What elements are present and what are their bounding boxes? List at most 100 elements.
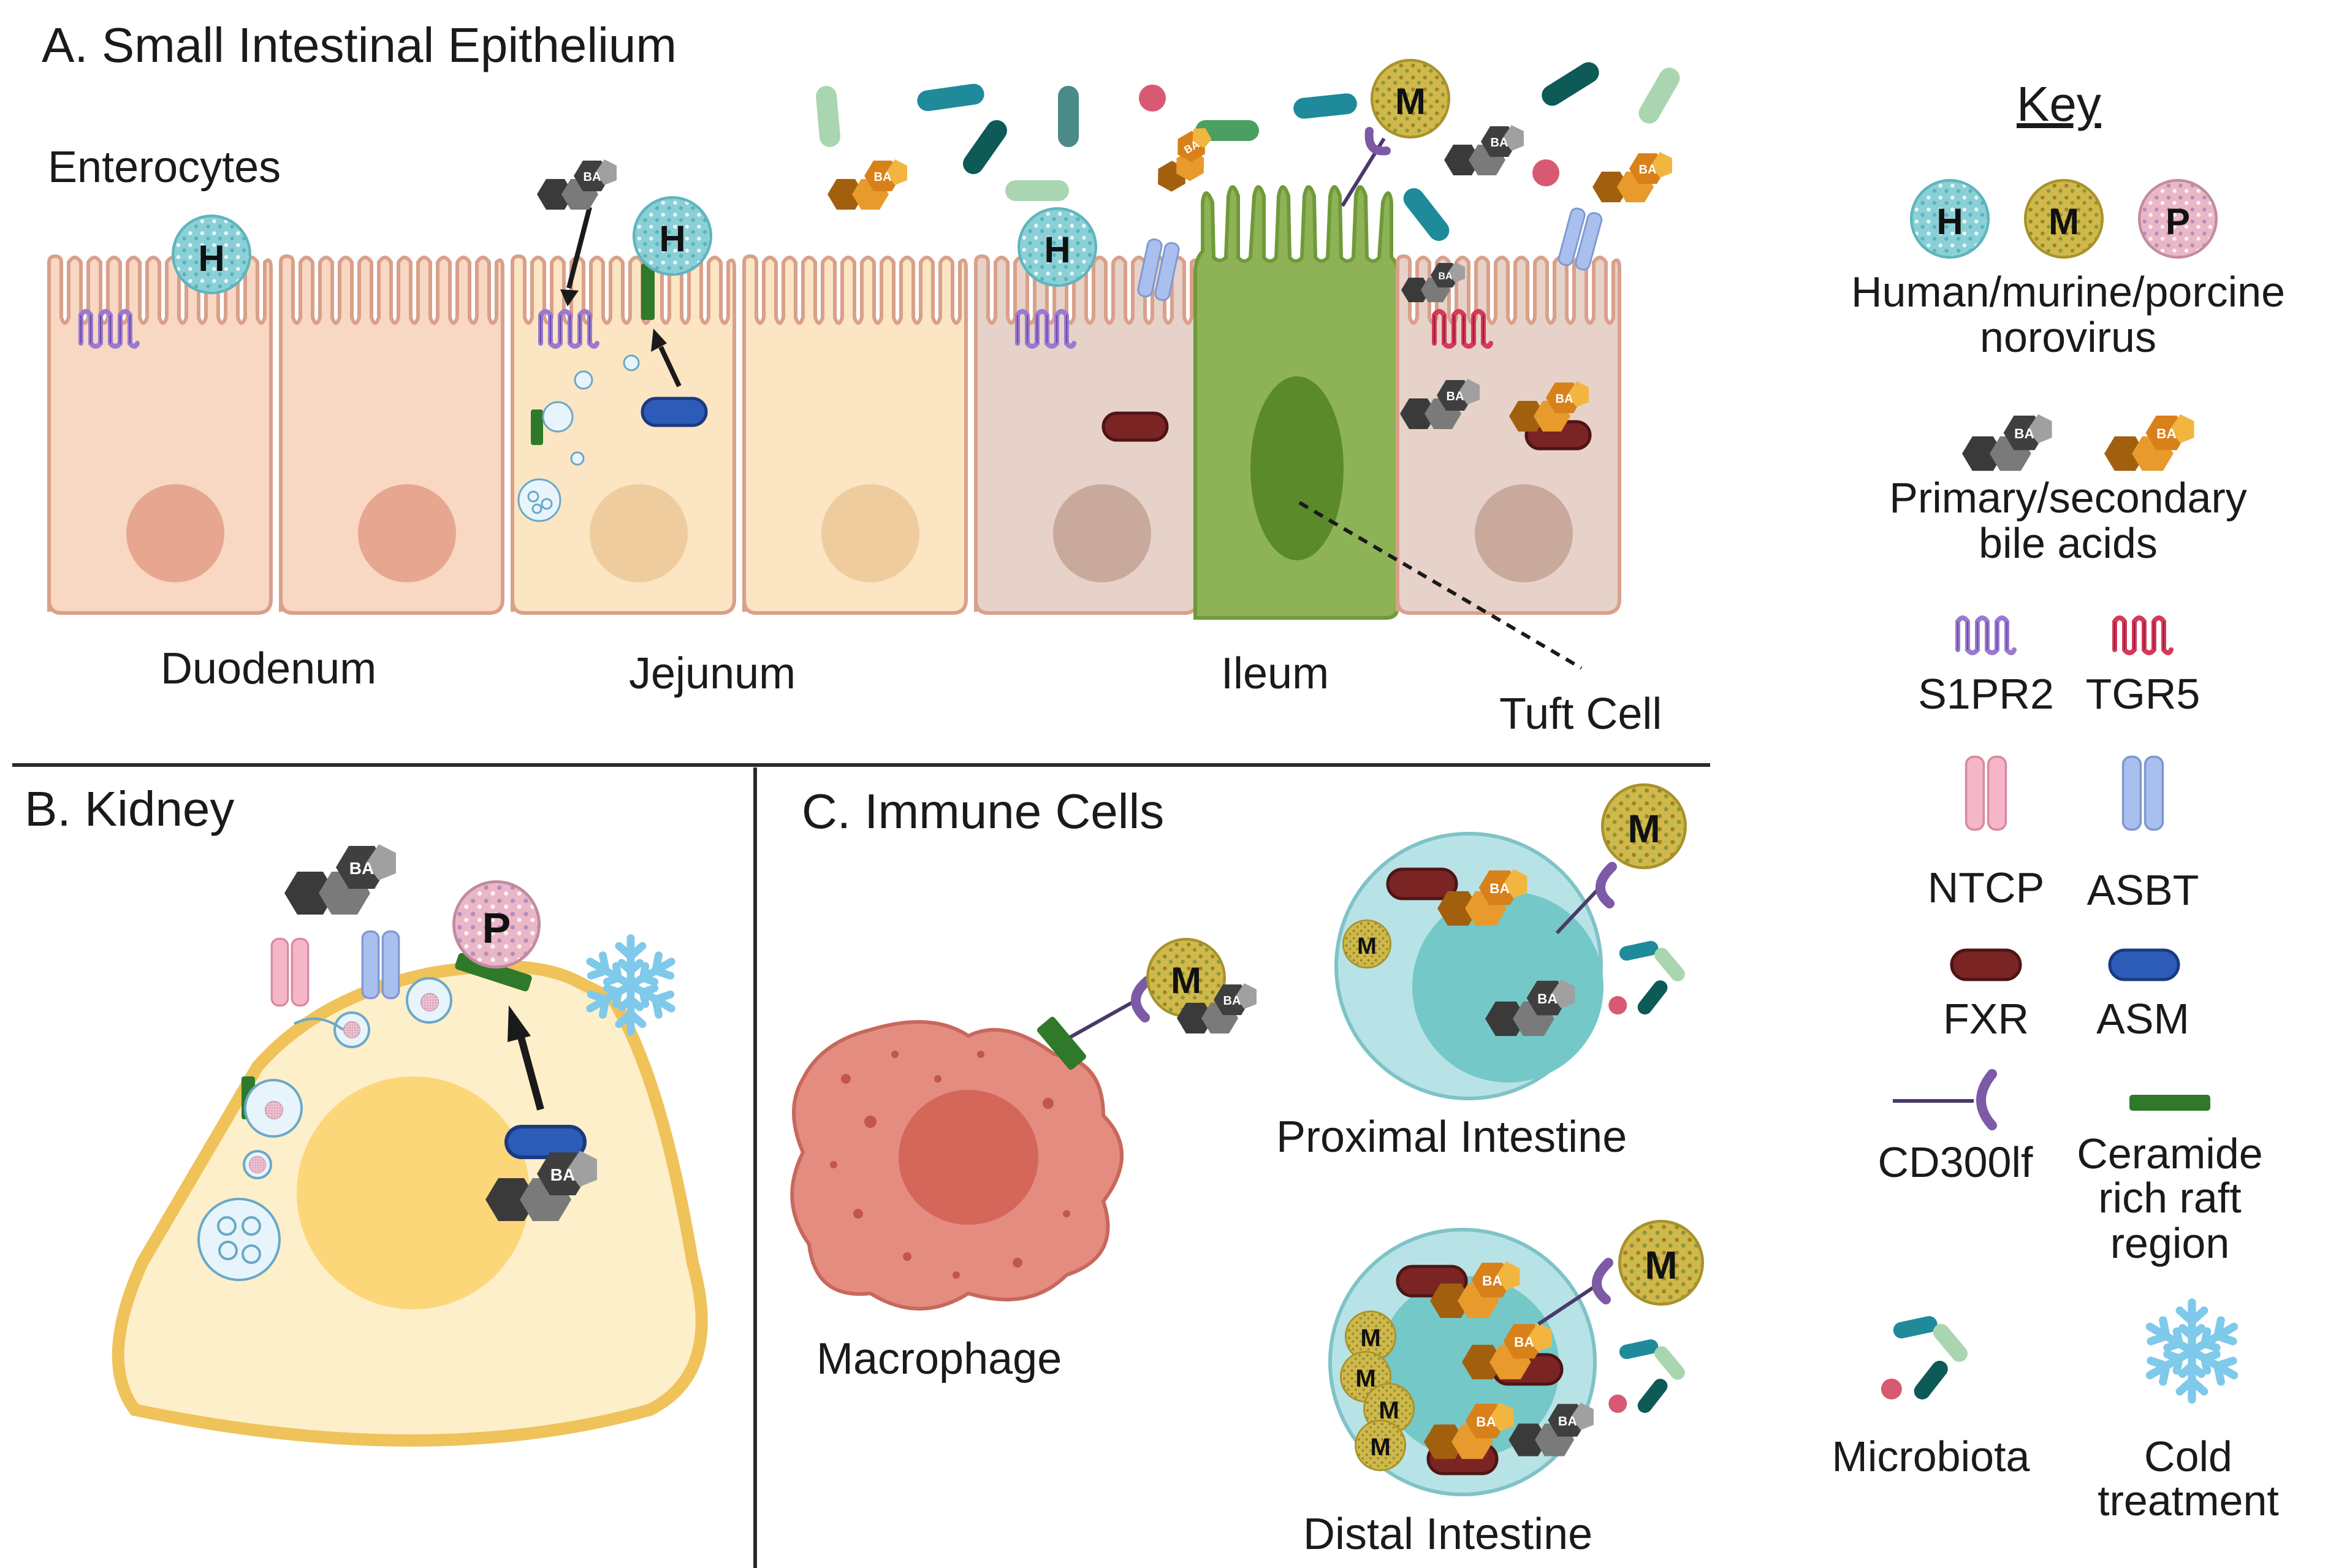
cell-nuclei <box>126 484 1573 582</box>
key-microbiota <box>1881 1314 1971 1403</box>
svg-text:H: H <box>1936 201 1963 242</box>
key-tgr5 <box>2115 618 2171 653</box>
panel-c-title: C. Immune Cells <box>802 784 1165 839</box>
murine-norovirus-proximal-inside: M <box>1342 919 1392 969</box>
macrophage-nucleus <box>899 1090 1038 1225</box>
fxr-proximal <box>1386 867 1458 900</box>
lumen-microbiota <box>816 62 1680 242</box>
key-label-asbt: ASBT <box>2086 866 2199 914</box>
asm-jejunum <box>641 397 708 427</box>
human-norovirus-duodenum: H <box>173 216 250 293</box>
key-label-ceramide-2: rich raft <box>2098 1174 2242 1222</box>
key-secondary-bile-acid <box>2104 414 2194 471</box>
key-porcine-virus: P <box>2139 180 2216 257</box>
key-asbt <box>2121 755 2164 831</box>
key-label-norovirus-1: Human/murine/porcine <box>1851 268 2286 316</box>
human-norovirus-ileum: H <box>1019 208 1096 286</box>
fxr-ileum <box>1101 411 1169 442</box>
svg-text:P: P <box>482 904 511 952</box>
microbiota-distal <box>1608 1338 1688 1416</box>
ceramide-raft-macrophage <box>1037 1016 1087 1070</box>
endocytic-vesicles <box>517 354 640 522</box>
murine-norovirus-proximal: M <box>1602 785 1685 867</box>
kidney-nucleus <box>297 1076 530 1309</box>
murine-norovirus-distal: M <box>1619 1221 1702 1304</box>
bile-acid-primary-kidney-1 <box>284 844 396 915</box>
asm-kidney <box>504 1125 587 1159</box>
svg-text:M: M <box>1171 960 1201 1001</box>
svg-text:P: P <box>2166 201 2190 242</box>
svg-text:M: M <box>1355 1365 1375 1392</box>
key-human-virus: H <box>1911 180 1988 257</box>
key-legend: H M P <box>1881 180 2240 1402</box>
key-label-tgr5: TGR5 <box>2085 670 2201 718</box>
key-cold-treatment <box>2144 1303 2240 1399</box>
key-label-ntcp: NTCP <box>1927 864 2045 911</box>
svg-text:M: M <box>1395 81 1426 122</box>
key-title: Key <box>2017 77 2101 131</box>
key-label-ceramide-3: region <box>2110 1219 2230 1267</box>
key-s1pr2 <box>1958 618 2014 653</box>
key-cd300lf <box>1893 1069 1997 1130</box>
key-label-cd300lf: CD300lf <box>1877 1138 2033 1186</box>
panel-b-title: B. Kidney <box>25 782 235 836</box>
key-ntcp <box>1965 755 2007 831</box>
ceramide-raft-endosome <box>531 409 543 445</box>
tuft-cell <box>1193 185 1400 620</box>
key-label-cold-2: treatment <box>2098 1477 2279 1524</box>
panel-a-title: A. Small Intestinal Epithelium <box>42 18 677 72</box>
ntcp-kidney <box>270 937 310 1007</box>
human-norovirus-jejunum: H <box>634 197 711 275</box>
svg-text:H: H <box>198 238 224 279</box>
svg-text:M: M <box>1379 1397 1399 1424</box>
bile-acid-primary-lumen-2 <box>1444 125 1524 175</box>
key-fxr <box>1950 948 2022 981</box>
cd300lf-macrophage <box>1069 976 1152 1039</box>
label-ileum: Ileum <box>1221 649 1329 698</box>
key-label-ceramide-1: Ceramide <box>2077 1130 2263 1178</box>
key-label-asm: ASM <box>2096 995 2189 1043</box>
cd300lf-proximal <box>1555 862 1617 935</box>
svg-text:M: M <box>1360 1325 1380 1352</box>
panel-c-immune: M M M <box>790 785 1702 1496</box>
s1pr2-ileum <box>1018 311 1074 346</box>
tgr5-ileum <box>1434 311 1491 346</box>
svg-text:M: M <box>1370 1434 1390 1461</box>
label-distal-intestine: Distal Intestine <box>1303 1510 1593 1559</box>
cd300lf-tuft <box>1341 127 1391 207</box>
macrophage-granules <box>830 1051 1070 1279</box>
label-duodenum: Duodenum <box>161 644 377 693</box>
bile-acid-primary-lumen-1 <box>537 159 617 210</box>
key-ceramide-raft <box>2129 1095 2210 1111</box>
svg-text:M: M <box>2048 201 2079 242</box>
key-label-fxr: FXR <box>1943 995 2029 1043</box>
label-macrophage: Macrophage <box>816 1334 1062 1383</box>
s1pr2-jejunum <box>541 311 597 346</box>
label-tuft-cell: Tuft Cell <box>1499 690 1662 739</box>
key-asm <box>2108 948 2180 981</box>
panel-a-epithelium: H H H M <box>49 58 1680 670</box>
ceramide-raft-kidney <box>455 953 532 992</box>
arrows-a <box>560 207 682 387</box>
microbiota-proximal <box>1608 939 1688 1018</box>
cd300lf-distal <box>1537 1258 1613 1326</box>
murine-norovirus-macrophage: M <box>1147 939 1225 1016</box>
key-label-bile-2: bile acids <box>1979 519 2158 567</box>
murine-norovirus-distal-cluster: M M M M <box>1339 1310 1415 1472</box>
tuft-cell-pointer <box>1298 501 1583 670</box>
key-label-microbiota: Microbiota <box>1832 1433 2030 1480</box>
label-proximal-intestine: Proximal Intestine <box>1276 1113 1627 1162</box>
ceramide-raft-jejunum <box>641 264 655 320</box>
bile-acid-secondary-lumen-3 <box>1592 152 1672 202</box>
panel-dividers <box>12 763 1710 1568</box>
svg-text:M: M <box>1645 1243 1677 1287</box>
key-label-cold-1: Cold <box>2144 1433 2232 1480</box>
svg-text:M: M <box>1357 934 1377 959</box>
label-enterocytes: Enterocytes <box>48 143 281 192</box>
key-primary-bile-acid <box>1962 414 2052 471</box>
label-jejunum: Jejunum <box>629 649 796 698</box>
key-label-norovirus-2: norovirus <box>1980 313 2156 361</box>
s1pr2-duodenum <box>81 311 137 346</box>
bile-acid-secondary-lumen-1 <box>827 159 907 210</box>
